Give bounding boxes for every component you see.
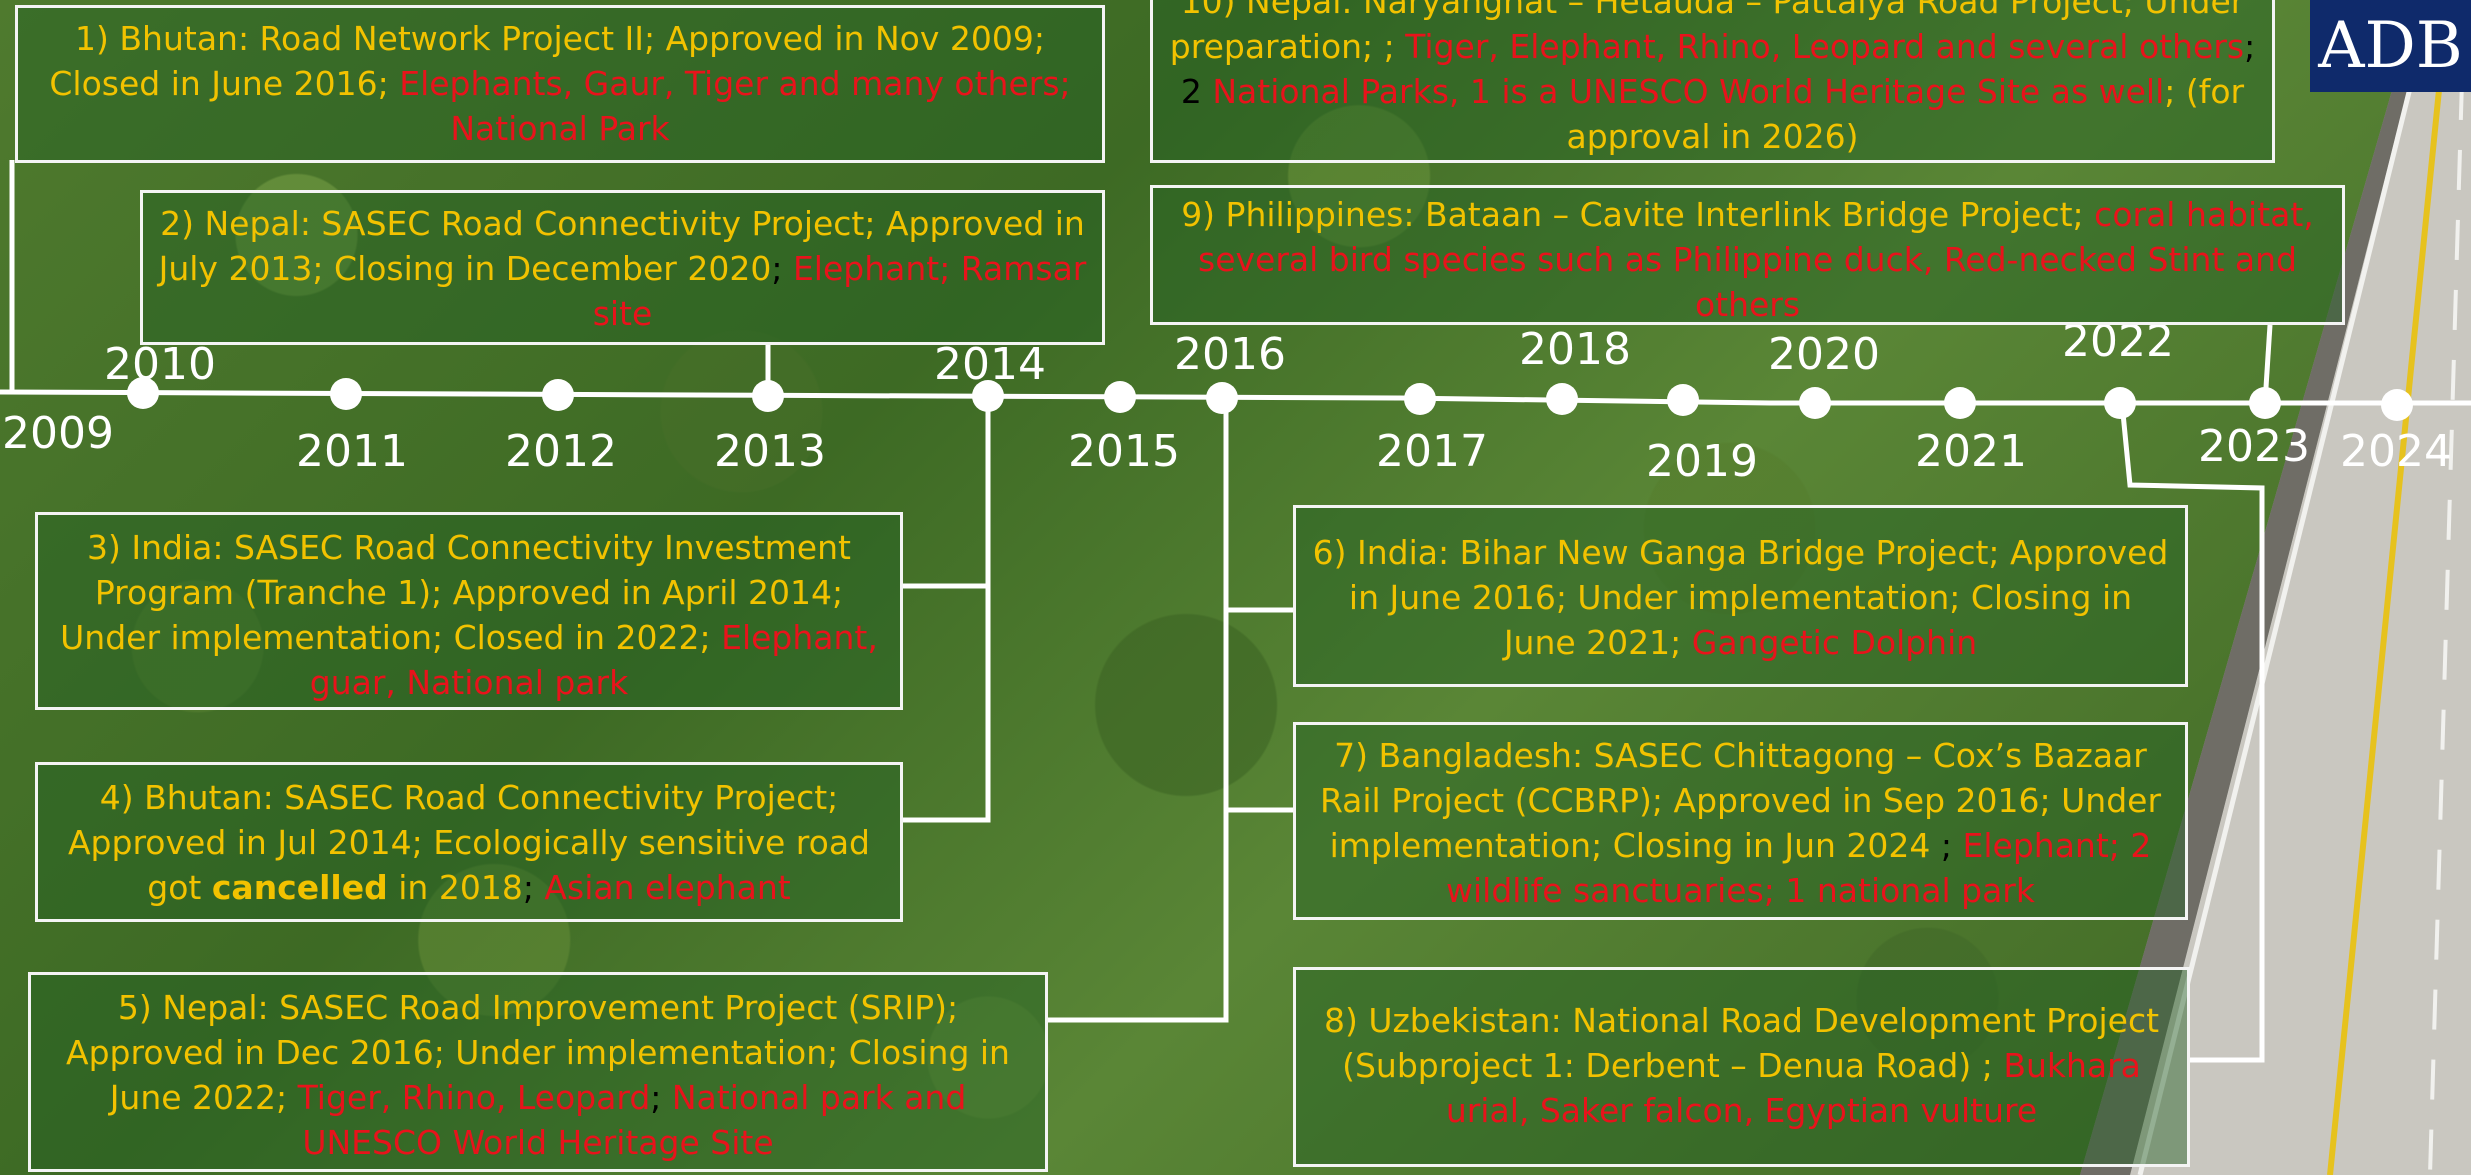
project-6-text-red: Gangetic Dolphin [1691, 623, 1978, 662]
project-10-text-normal: 10) Nepal: Naryanghat – Hetauda – Pattai… [1169, 0, 2245, 66]
project-box-5: 5) Nepal: SASEC Road Improvement Project… [28, 972, 1048, 1172]
adb-logo: ADB [2310, 0, 2471, 92]
project-2-text-red: Elephant; Ramsar site [592, 249, 1087, 333]
year-label-2023: 2023 [2198, 421, 2310, 472]
year-dot [752, 380, 784, 412]
year-label-2014: 2014 [934, 339, 1046, 390]
project-2-text-normal: 2) Nepal: SASEC Road Connectivity Projec… [158, 204, 1085, 288]
year-dot [2381, 389, 2413, 421]
project-4-text-normal: 4) Bhutan: SASEC Road Connectivity Proje… [67, 778, 871, 907]
year-dot [1944, 387, 1976, 419]
project-8-text-red: Bukhara urial, Saker falcon, Egyptian vu… [1445, 1046, 2141, 1130]
project-box-8: 8) Uzbekistan: National Road Development… [1293, 967, 2190, 1167]
project-10-text-normal: ; (for approval in 2026) [1566, 72, 2245, 156]
project-box-6: 6) India: Bihar New Ganga Bridge Project… [1293, 505, 2188, 687]
project-box-7: 7) Bangladesh: SASEC Chittagong – Cox’s … [1293, 722, 2188, 920]
project-10-text-red: National Parks, 1 is a UNESCO World Heri… [1212, 72, 2165, 111]
project-9-text-normal: 9) Philippines: Bataan – Cavite Interlin… [1181, 195, 2095, 234]
year-dot [972, 380, 1004, 412]
project-box-3: 3) India: SASEC Road Connectivity Invest… [35, 512, 903, 710]
project-4-text-black: ; [522, 868, 545, 907]
project-7-text-normal: 7) Bangladesh: SASEC Chittagong – Cox’s … [1319, 736, 2162, 865]
project-4-text-normal: in 2018 [387, 868, 523, 907]
year-label-2010: 2010 [104, 339, 216, 390]
year-label-2012: 2012 [505, 426, 617, 477]
project-1-text-normal: 1) Bhutan: Road Network Project II; Appr… [49, 19, 1045, 103]
project-4-text-red: Asian elephant [544, 868, 791, 907]
project-8-text-normal: 8) Uzbekistan: National Road Development… [1323, 1001, 2160, 1085]
year-dot [1667, 384, 1699, 416]
project-6-text-normal: 6) India: Bihar New Ganga Bridge Project… [1312, 533, 2169, 662]
project-5-text-black: ; [650, 1078, 672, 1117]
year-dot [1104, 381, 1136, 413]
project-1-text-red: Elephants, Gaur, Tiger and many others; … [399, 64, 1071, 148]
project-box-1: 1) Bhutan: Road Network Project II; Appr… [15, 5, 1105, 163]
year-dot [2249, 387, 2281, 419]
project-box-4: 4) Bhutan: SASEC Road Connectivity Proje… [35, 762, 903, 922]
year-dot [1799, 387, 1831, 419]
project-7-text-red: Elephant; 2 wildlife sanctuaries; 1 nati… [1446, 826, 2152, 910]
year-label-2013: 2013 [714, 426, 826, 477]
project-4-text-bold: cancelled [211, 868, 388, 907]
project-5-text-red: Tiger, Rhino, Leopard [297, 1078, 651, 1117]
connector-8 [2119, 402, 2265, 1063]
year-label-2011: 2011 [296, 426, 408, 477]
project-10-text-red: Tiger, Elephant, Rhino, Leopard and seve… [1405, 27, 2245, 66]
year-dot [330, 378, 362, 410]
project-5-text-red: National park and UNESCO World Heritage … [302, 1078, 967, 1162]
project-box-9: 9) Philippines: Bataan – Cavite Interlin… [1150, 185, 2345, 325]
year-label-2019: 2019 [1646, 436, 1758, 487]
project-box-10: 10) Nepal: Naryanghat – Hetauda – Pattai… [1150, 0, 2275, 163]
project-2-text-black: ; [771, 249, 793, 288]
project-5-text-normal: 5) Nepal: SASEC Road Improvement Project… [66, 988, 1010, 1117]
year-dot [1404, 383, 1436, 415]
year-dot [542, 379, 574, 411]
year-dot [1546, 383, 1578, 415]
project-9-text-red: coral habitat, several bird species such… [1198, 195, 2314, 324]
year-label-2015: 2015 [1068, 426, 1180, 477]
year-label-2021: 2021 [1915, 426, 2027, 477]
project-7-text-black: ; [1940, 826, 1963, 865]
project-box-2: 2) Nepal: SASEC Road Connectivity Projec… [140, 190, 1105, 345]
connector-5 [1048, 398, 1229, 1023]
year-label-2016: 2016 [1174, 329, 1286, 380]
year-dot [1206, 382, 1238, 414]
year-label-2009: 2009 [2, 408, 114, 459]
year-label-2024: 2024 [2340, 426, 2452, 477]
project-10-text-black: ; 2 [1180, 27, 2256, 111]
project-3-text-normal: 3) India: SASEC Road Connectivity Invest… [60, 528, 851, 657]
connector-4 [903, 395, 991, 823]
year-label-2017: 2017 [1376, 426, 1488, 477]
year-dot [2104, 387, 2136, 419]
year-label-2022: 2022 [2062, 316, 2174, 367]
timeline-axis [0, 389, 2471, 406]
year-dot [127, 377, 159, 409]
project-3-text-red: Elephant, guar, National park [309, 618, 878, 702]
year-label-2020: 2020 [1768, 329, 1880, 380]
year-label-2018: 2018 [1519, 324, 1631, 375]
